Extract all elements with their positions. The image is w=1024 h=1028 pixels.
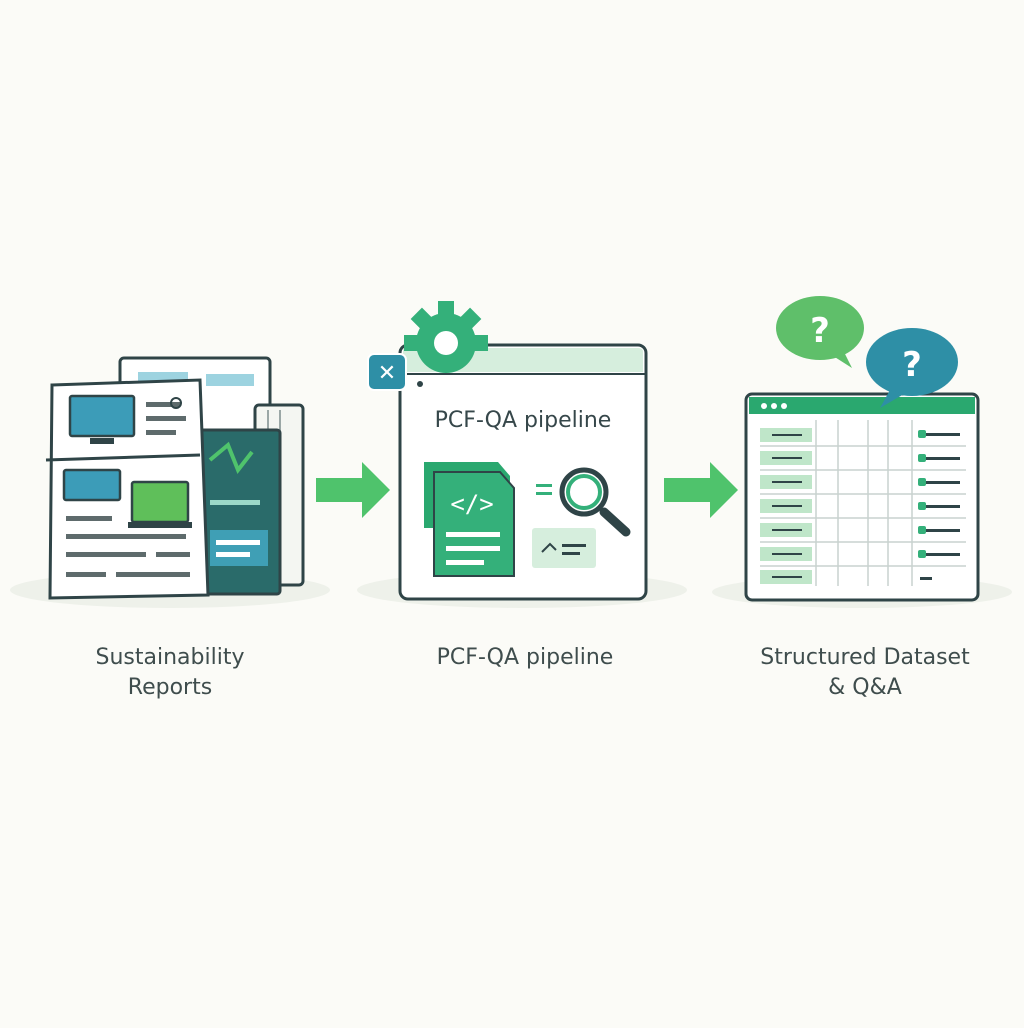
bubble-tail [830,348,852,368]
sheet-grid [760,420,966,586]
sheet-frame [744,392,980,602]
mini-chart-text [562,544,586,547]
close-glyph: ✕ [378,361,396,386]
report-text-line [216,552,250,557]
report-back-bar [206,374,254,386]
gear-hole [434,331,458,355]
arrow-right-icon [664,462,738,518]
gear-icon [404,301,488,373]
code-glyph: </> [450,490,493,518]
report-text-line [156,552,190,557]
report-photo [62,468,122,502]
mini-chart-line [541,542,557,553]
gear-tooth [474,335,488,351]
report-dot [170,397,182,409]
spreadsheet-icon [744,392,980,602]
bubble-teal [866,328,958,396]
report-monitor [68,394,136,438]
file-text-line [446,546,500,551]
report-text-line [66,552,146,557]
file-text-line [536,492,552,495]
step-label-line: Reports [127,675,213,700]
gear-tooth [460,307,482,329]
report-fold [45,453,201,462]
report-text-line [210,500,260,505]
arrow-right-icon [316,462,390,518]
bubble-question-glyph: ? [810,311,830,351]
pipeline-window: ✕ </> [367,301,648,601]
report-monitor-stand [90,438,114,444]
step-label-line: Structured Dataset [760,645,970,670]
report-text-line [146,430,176,435]
report-dark [194,428,282,596]
step-label-line: Sustainability [95,645,245,670]
report-text-line [66,516,112,521]
window-dot [417,381,423,387]
bubble-question-glyph: ? [902,345,922,385]
magnifier-icon [559,467,631,537]
report-laptop [130,480,190,524]
gear-tooth [438,301,454,315]
report-text-line [146,416,186,421]
step-label-pipeline: PCF-QA pipeline [380,643,670,673]
gear-tooth [404,335,418,351]
report-text-line [66,572,106,577]
step-label-dataset: Structured Dataset & Q&A [720,643,1010,703]
magnifier-ring [566,474,602,510]
mini-chart-card [532,528,596,568]
sheet-row-values [772,433,960,580]
bubble-green [776,296,864,360]
report-text-line [66,534,186,539]
report-text-line [146,402,180,407]
step-label-reports: Sustainability Reports [40,643,300,703]
step-label-line: & Q&A [828,675,902,700]
mini-chart-text [562,552,580,555]
file-text-line [446,560,484,565]
report-laptop-base [128,522,192,528]
code-file-icon: </> [424,462,515,577]
report-dark-panel [210,530,268,566]
step-label-line: PCF-QA pipeline [436,645,614,670]
report-text-line [116,572,190,577]
bubble-tail [880,390,904,408]
question-bubble-icon: ? [776,296,864,368]
close-icon [367,353,407,391]
sheet-header [749,397,975,414]
magnifier-handle [599,507,631,537]
gear-tooth [410,307,432,329]
sheet-dot [761,403,767,409]
sheet-markers [918,430,926,558]
sheet-dot [771,403,777,409]
report-back-bar [138,372,188,382]
file-text-line [446,532,500,537]
question-bubble-icon: ? [866,328,958,408]
report-text-line [216,540,260,545]
document-stack-icon [45,356,305,600]
file-text-line [536,484,552,487]
sheet-dot [781,403,787,409]
pipeline-window-title: PCF-QA pipeline [434,408,612,433]
report-chart-line [208,441,254,474]
